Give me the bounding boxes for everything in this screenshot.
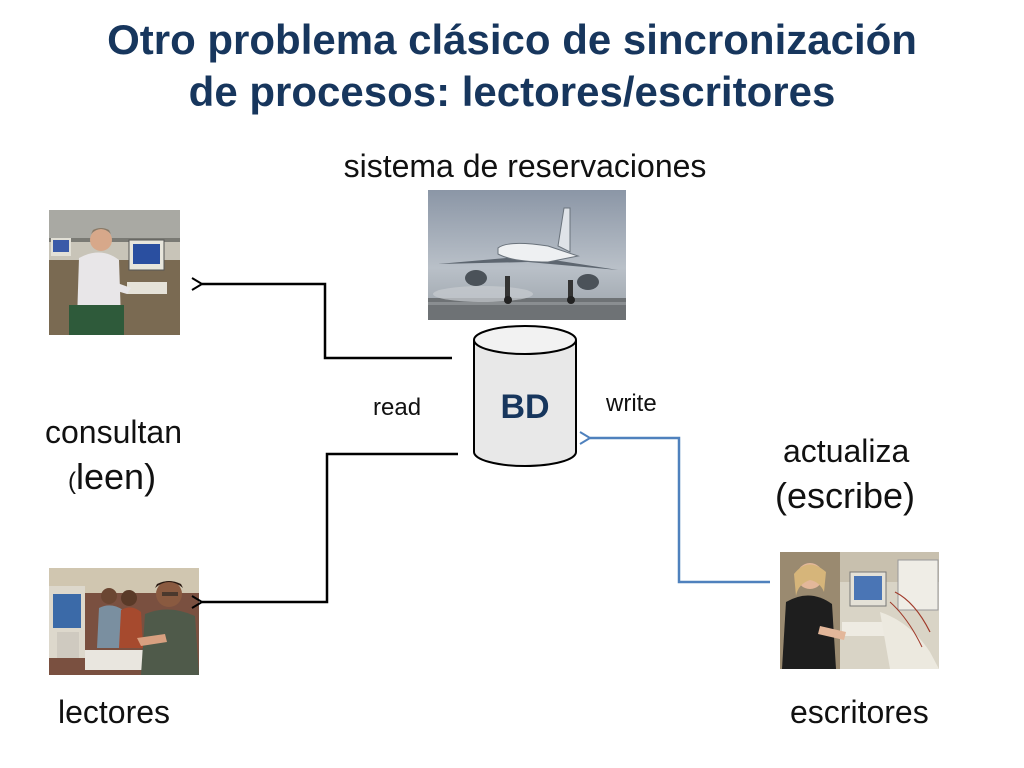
office-reader-photo [49,210,180,335]
writers-action-paren: (escribe) [775,475,916,516]
writers-label: escritores [790,694,929,730]
database-label: BD [500,388,549,426]
airplane-photo [428,190,626,320]
system-label: sistema de reservaciones [343,148,707,184]
read-arrow-top [191,277,452,360]
database-cylinder: BD [473,325,577,467]
readers-action-paren: (leen) [68,456,156,498]
write-arrow [579,431,770,584]
writers-action-label: actualiza [783,433,910,469]
title-line-1: Otro problema clásico de sincronización [107,16,917,63]
read-label: read [373,394,422,421]
write-label: write [606,390,657,417]
classroom-readers-photo [49,568,199,675]
office-writer-photo [780,552,939,669]
readers-label: lectores [58,694,171,730]
readers-action-label: consultan [45,414,182,450]
paren-open: ( [68,468,76,495]
read-arrow-bottom [191,452,458,609]
readers-action-paren-text: leen) [76,456,157,497]
title-line-2: de procesos: lectores/escritores [188,68,836,115]
slide-title: Otro problema clásico de sincronización … [0,14,1024,118]
